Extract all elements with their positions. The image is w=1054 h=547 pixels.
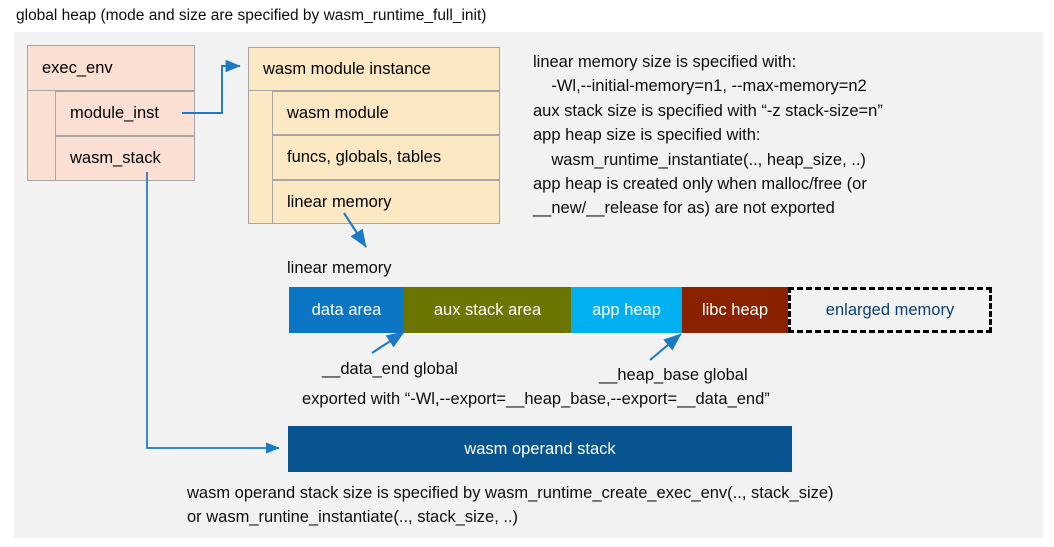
annotation-exported-with: exported with “-Wl,--export=__heap_base,… bbox=[302, 390, 770, 408]
wasm-operand-stack-label: wasm operand stack bbox=[464, 439, 616, 458]
memory-segment-aux-stack-area-label: aux stack area bbox=[433, 300, 542, 319]
memory-segment-enlarged-memory: enlarged memory bbox=[788, 287, 992, 333]
module-instance-field-linear-memory: linear memory bbox=[272, 180, 500, 224]
linear-memory-caption: linear memory bbox=[287, 259, 392, 277]
page-title: global heap (mode and size are specified… bbox=[16, 7, 487, 24]
exec-env-field-wasm-stack: wasm_stack bbox=[55, 136, 195, 181]
exec-env-field-module-inst-label: module_inst bbox=[70, 104, 159, 122]
annotation-heap-base: __heap_base global bbox=[599, 366, 748, 384]
exec-env-field-wasm-stack-label: wasm_stack bbox=[70, 149, 161, 167]
memory-segment-libc-heap: libc heap bbox=[682, 287, 788, 333]
linear-memory-bar: data area aux stack area app heap libc h… bbox=[289, 287, 992, 333]
linear-memory-note: linear memory size is specified with: -W… bbox=[533, 53, 883, 218]
module-instance-field-wasm-module: wasm module bbox=[272, 91, 500, 135]
memory-segment-data-area: data area bbox=[289, 287, 404, 333]
memory-segment-enlarged-memory-label: enlarged memory bbox=[825, 300, 955, 319]
memory-segment-app-heap-label: app heap bbox=[592, 300, 661, 319]
memory-segment-data-area-label: data area bbox=[311, 300, 382, 319]
memory-segment-libc-heap-label: libc heap bbox=[701, 300, 769, 319]
exec-env-field-module-inst: module_inst bbox=[55, 91, 195, 136]
exec-env-header-label: exec_env bbox=[42, 58, 113, 77]
memory-segment-app-heap: app heap bbox=[571, 287, 682, 333]
module-instance-field-linear-memory-label: linear memory bbox=[287, 192, 392, 211]
module-instance-field-funcs-globals-tables-label: funcs, globals, tables bbox=[287, 148, 442, 166]
module-instance-header-label: wasm module instance bbox=[263, 59, 431, 78]
wasm-operand-stack-box: wasm operand stack bbox=[288, 426, 792, 472]
module-instance-field-funcs-globals-tables: funcs, globals, tables bbox=[272, 135, 500, 180]
module-instance-field-wasm-module-label: wasm module bbox=[287, 103, 389, 122]
annotation-data-end: __data_end global bbox=[322, 360, 458, 378]
memory-segment-aux-stack-area: aux stack area bbox=[404, 287, 571, 333]
module-instance-header: wasm module instance bbox=[248, 47, 500, 91]
exec-env-header: exec_env bbox=[27, 45, 195, 91]
operand-stack-note: wasm operand stack size is specified by … bbox=[187, 484, 834, 527]
